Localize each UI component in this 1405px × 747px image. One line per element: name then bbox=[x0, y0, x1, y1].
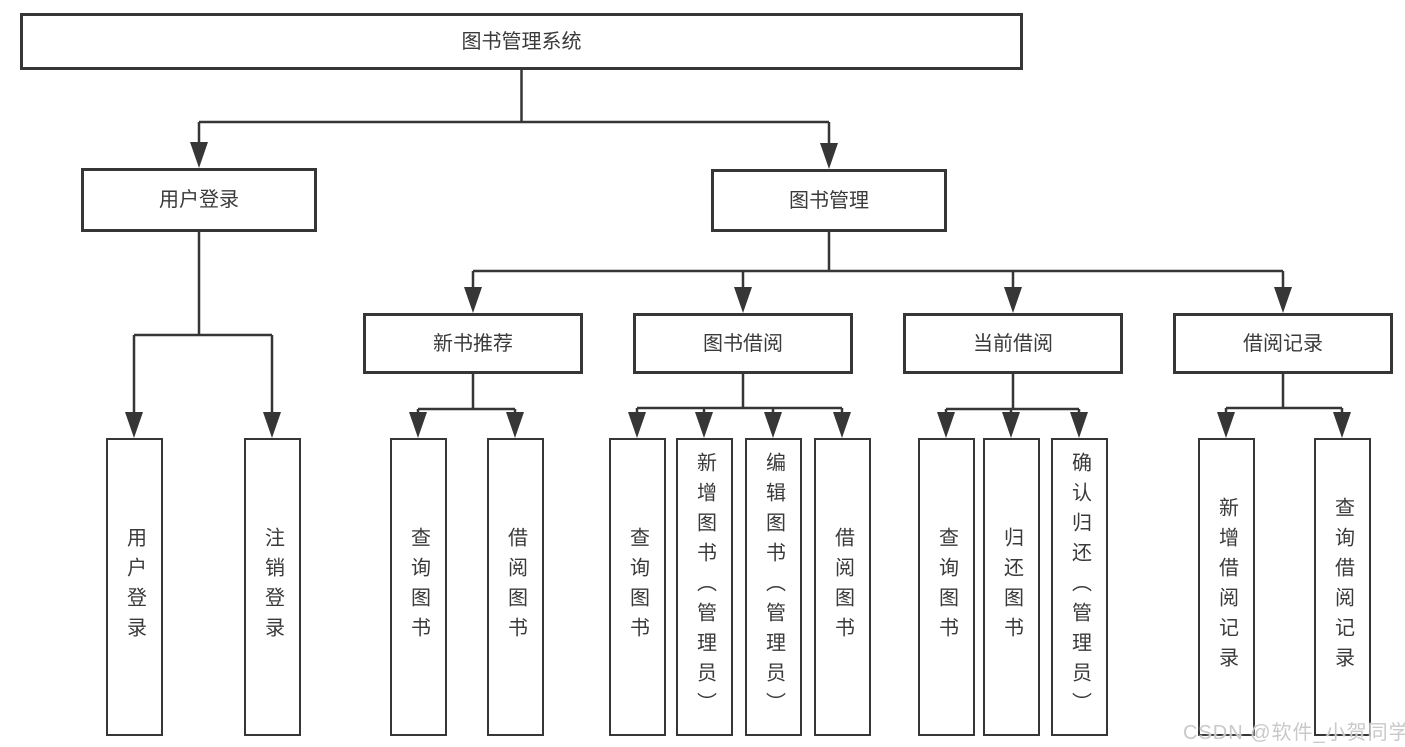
node-book-borrow: 图书借阅 bbox=[633, 313, 853, 374]
leaf-logout-label: 注销登录 bbox=[261, 527, 284, 647]
arrowheads bbox=[125, 142, 1351, 438]
leaf-return-books-label: 归还图书 bbox=[1000, 527, 1023, 647]
leaf-user-login-label: 用户登录 bbox=[123, 527, 146, 647]
leaf-new-books-query: 查询图书 bbox=[390, 438, 447, 736]
leaf-add-books-admin-label: 新增图书（管理员） bbox=[693, 452, 716, 722]
leaf-logout: 注销登录 bbox=[244, 438, 301, 736]
leaf-current-query-books: 查询图书 bbox=[918, 438, 975, 736]
leaf-borrow-query-books-label: 查询图书 bbox=[626, 527, 649, 647]
node-root-library-system: 图书管理系统 bbox=[20, 13, 1023, 70]
node-current-borrow: 当前借阅 bbox=[903, 313, 1123, 374]
leaf-edit-books-admin: 编辑图书（管理员） bbox=[745, 438, 802, 736]
leaf-add-borrow-record-label: 新增借阅记录 bbox=[1215, 497, 1238, 677]
leaf-query-borrow-record-label: 查询借阅记录 bbox=[1331, 497, 1354, 677]
leaf-current-query-books-label: 查询图书 bbox=[935, 527, 958, 647]
leaf-query-borrow-record: 查询借阅记录 bbox=[1314, 438, 1371, 736]
leaf-new-books-borrow-label: 借阅图书 bbox=[504, 527, 527, 647]
node-current-borrow-label: 当前借阅 bbox=[973, 332, 1053, 355]
leaf-borrow-books: 借阅图书 bbox=[814, 438, 871, 736]
leaf-add-books-admin: 新增图书（管理员） bbox=[676, 438, 733, 736]
node-book-borrow-label: 图书借阅 bbox=[703, 332, 783, 355]
node-new-book-recommend: 新书推荐 bbox=[363, 313, 583, 374]
node-book-management-label: 图书管理 bbox=[789, 189, 869, 212]
csdn-watermark: CSDN @软件_小贺同学 bbox=[1183, 722, 1405, 744]
leaf-new-books-query-label: 查询图书 bbox=[407, 527, 430, 647]
node-borrow-records: 借阅记录 bbox=[1173, 313, 1393, 374]
leaf-borrow-books-label: 借阅图书 bbox=[831, 527, 854, 647]
leaf-user-login: 用户登录 bbox=[106, 438, 163, 736]
node-user-login: 用户登录 bbox=[81, 168, 317, 232]
leaf-new-books-borrow: 借阅图书 bbox=[487, 438, 544, 736]
leaf-confirm-return-admin: 确认归还（管理员） bbox=[1051, 438, 1108, 736]
node-user-login-label: 用户登录 bbox=[159, 189, 239, 211]
leaf-borrow-query-books: 查询图书 bbox=[609, 438, 666, 736]
node-root-label: 图书管理系统 bbox=[461, 30, 582, 53]
node-book-management: 图书管理 bbox=[711, 169, 947, 232]
leaf-return-books: 归还图书 bbox=[983, 438, 1040, 736]
leaf-add-borrow-record: 新增借阅记录 bbox=[1198, 438, 1255, 736]
leaf-edit-books-admin-label: 编辑图书（管理员） bbox=[762, 452, 785, 722]
node-new-book-recommend-label: 新书推荐 bbox=[433, 332, 513, 355]
leaf-confirm-return-admin-label: 确认归还（管理员） bbox=[1068, 452, 1091, 722]
node-borrow-records-label: 借阅记录 bbox=[1243, 332, 1323, 355]
